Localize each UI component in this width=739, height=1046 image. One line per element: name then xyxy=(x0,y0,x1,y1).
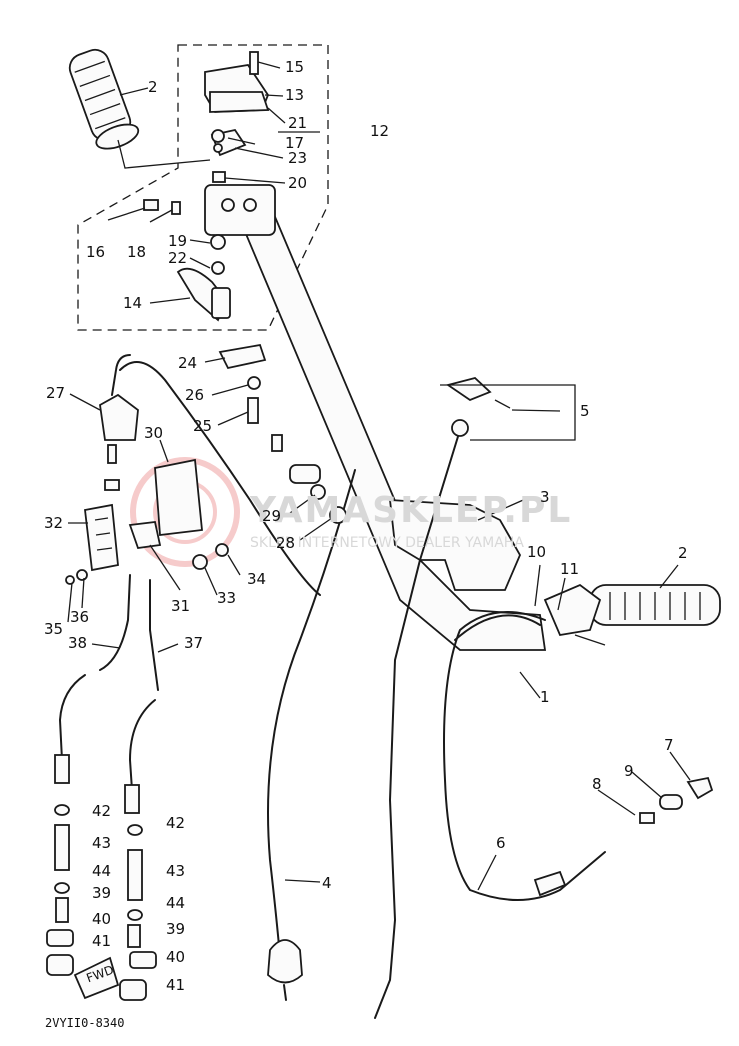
handlebar-pad xyxy=(388,499,522,591)
lever-bracket xyxy=(543,583,606,646)
callout-39-right: 39 xyxy=(166,920,186,938)
callout-3: 3 xyxy=(540,488,550,506)
cable-5 xyxy=(374,377,576,1019)
callout-4: 4 xyxy=(322,874,332,892)
callout-5: 5 xyxy=(580,402,590,420)
callout-24: 24 xyxy=(178,354,198,372)
callout-1: 1 xyxy=(540,688,550,706)
callout-12: 12 xyxy=(370,122,390,140)
diagram-code: 2VYII0-8340 xyxy=(45,1016,125,1030)
callout-37: 37 xyxy=(184,634,204,652)
callout-25: 25 xyxy=(193,417,213,435)
wires-and-small-parts xyxy=(46,574,159,1001)
leader-lines xyxy=(67,61,691,891)
callout-21: 21 xyxy=(288,114,308,132)
callout-15: 15 xyxy=(285,58,305,76)
switch-assembly xyxy=(65,354,229,585)
callout-43-left: 43 xyxy=(92,834,112,852)
callout-32: 32 xyxy=(44,514,64,532)
callout-8: 8 xyxy=(592,775,602,793)
callout-44-right: 44 xyxy=(166,894,186,912)
callout-13: 13 xyxy=(285,86,305,104)
callout-16: 16 xyxy=(86,243,106,261)
callout-11: 11 xyxy=(560,560,580,578)
callout-35: 35 xyxy=(44,620,64,638)
callout-29: 29 xyxy=(262,507,282,525)
throttle-cable xyxy=(119,361,356,1001)
callout-7: 7 xyxy=(664,736,674,754)
throttle-housing xyxy=(143,51,276,322)
holder-parts xyxy=(218,343,347,524)
callout-23: 23 xyxy=(288,149,308,167)
callout-17: 17 xyxy=(285,134,305,152)
callout-20: 20 xyxy=(288,174,308,192)
callout-28: 28 xyxy=(276,534,296,552)
handlebar xyxy=(236,203,547,651)
callout-34: 34 xyxy=(247,570,267,588)
callout-10: 10 xyxy=(527,543,547,561)
callout-41-right: 41 xyxy=(166,976,186,994)
callout-14: 14 xyxy=(123,294,143,312)
clutch-cable-6 xyxy=(443,611,714,901)
callout-42-right: 42 xyxy=(166,814,186,832)
callout-39-left: 39 xyxy=(92,884,112,902)
callout-30: 30 xyxy=(144,424,164,442)
callout-33: 33 xyxy=(217,589,237,607)
callout-22: 22 xyxy=(168,249,188,267)
callout-31: 31 xyxy=(171,597,191,615)
callout-26: 26 xyxy=(185,386,205,404)
callout-41-left: 41 xyxy=(92,932,112,950)
callout-2-right-grip: 2 xyxy=(678,544,688,562)
callout-38: 38 xyxy=(68,634,88,652)
callout-36: 36 xyxy=(70,608,90,626)
right-grip xyxy=(589,584,721,626)
callout-43-right: 43 xyxy=(166,862,186,880)
assembly-12-dashed-outline xyxy=(77,44,329,331)
callout-27: 27 xyxy=(46,384,66,402)
callout-6: 6 xyxy=(496,834,506,852)
callout-40-left: 40 xyxy=(92,910,112,928)
callout-2-left-grip: 2 xyxy=(148,78,158,96)
left-grip xyxy=(68,48,140,150)
watermark-brand: YAMASKLEP.PL xyxy=(250,490,573,531)
callout-40-right: 40 xyxy=(166,948,186,966)
callout-18: 18 xyxy=(127,243,147,261)
callout-9: 9 xyxy=(624,762,634,780)
callout-19: 19 xyxy=(168,232,188,250)
callout-42-left: 42 xyxy=(92,802,112,820)
callout-44-left: 44 xyxy=(92,862,112,880)
watermark-tagline: SKLEP INTERNETOWY DEALER YAMAHA xyxy=(250,535,524,551)
